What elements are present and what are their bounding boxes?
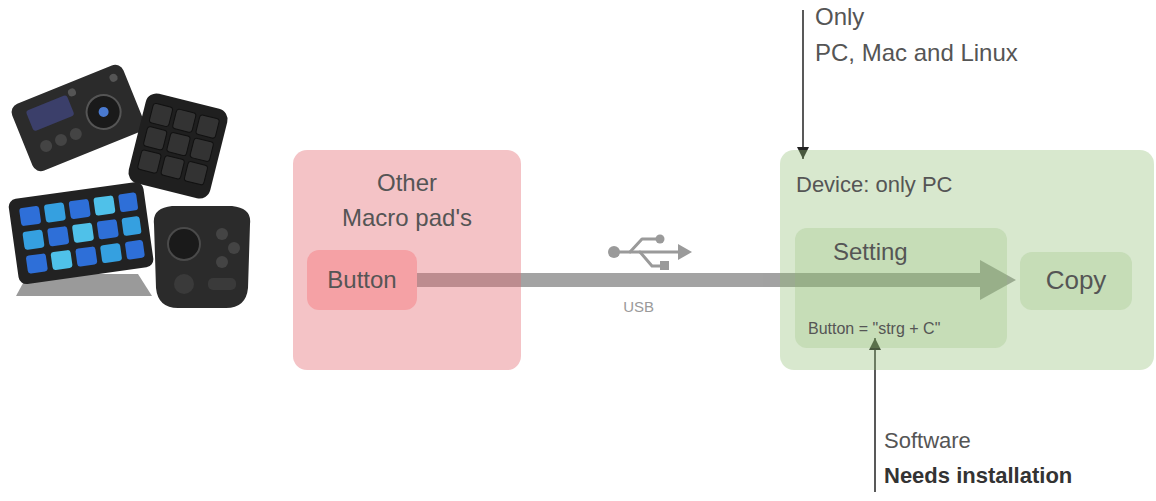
illustration-part	[75, 246, 97, 267]
annotation-note: Needs installation	[884, 463, 1072, 489]
box-title: Copy	[1046, 265, 1107, 296]
illustration-part	[108, 73, 118, 83]
device-group-box: Other Macro pad'sButton	[293, 150, 521, 370]
box-title: Other Macro pad's	[341, 166, 473, 236]
illustration-part	[678, 244, 692, 260]
setting-box: SettingButton = "strg + C"	[795, 228, 1007, 348]
box-title: Device: only PC	[796, 172, 953, 198]
illustration-part	[216, 228, 228, 240]
illustration-part	[67, 87, 77, 97]
illustration-part	[47, 226, 69, 247]
illustration-part	[172, 109, 196, 133]
illustration-part	[22, 229, 44, 250]
illustration-part	[168, 228, 200, 260]
annotation-text: Software	[884, 428, 971, 454]
label-anchor: Software	[884, 428, 971, 454]
illustration-part	[9, 62, 147, 174]
illustration-part	[8, 181, 155, 285]
illustration-part	[143, 126, 167, 150]
illustration-part	[100, 243, 122, 264]
label-anchor: Needs installation	[884, 463, 1072, 489]
illustration-part	[8, 181, 155, 285]
streamdeck-device	[8, 181, 155, 296]
illustration-part	[149, 103, 173, 127]
illustration-part	[228, 242, 240, 254]
illustration-part	[38, 138, 54, 154]
edge-label: USB	[620, 298, 657, 316]
illustration-part	[184, 161, 208, 185]
keypad-device	[126, 91, 230, 201]
illustration-part	[118, 192, 138, 212]
box-title: Button	[327, 266, 396, 295]
label-anchor: PC, Mac and Linux	[815, 39, 1018, 68]
illustration-part	[137, 149, 161, 173]
illustration-part	[81, 90, 125, 134]
illustration-part	[640, 252, 662, 266]
illustration-part	[154, 206, 250, 308]
illustration-part	[614, 251, 680, 254]
copy-box: Copy	[1020, 252, 1132, 310]
illustration-part	[53, 132, 69, 148]
illustration-part	[26, 253, 48, 274]
illustration-part	[125, 240, 145, 260]
annotation-text: PC, Mac and Linux	[815, 39, 1018, 68]
illustration-part	[630, 239, 656, 252]
box-title: Setting	[833, 238, 908, 267]
illustration-part	[93, 195, 115, 216]
box-detail: Button = "strg + C"	[808, 319, 940, 338]
illustration-part	[69, 199, 91, 220]
illustration-part	[68, 126, 84, 142]
label-anchor: Only	[815, 3, 864, 32]
illustration-part	[126, 91, 230, 201]
illustration-part	[26, 95, 75, 132]
illustration-part	[208, 278, 236, 290]
illustration-part	[166, 132, 190, 156]
illustration-part	[190, 138, 214, 162]
usb-symbol	[608, 235, 692, 271]
controller-device	[154, 206, 250, 308]
illustration-part	[72, 222, 94, 243]
illustration-part	[660, 261, 669, 270]
illustration-part	[174, 274, 194, 294]
illustration-part	[97, 105, 110, 118]
illustration-part	[161, 155, 185, 179]
annotation-text: Only	[815, 3, 864, 32]
illustration-part	[97, 219, 119, 240]
illustration-part	[50, 250, 72, 271]
device-box: Device: only PC SettingButton = "strg + C…	[780, 150, 1154, 370]
button-box: Button	[307, 250, 417, 310]
edge-label-anchor: USB	[620, 298, 657, 316]
illustration-part	[44, 202, 66, 223]
illustration-part	[656, 235, 665, 244]
illustration-part	[195, 114, 219, 138]
illustration-part	[121, 216, 141, 236]
leader-line	[802, 10, 804, 159]
illustration-part	[19, 206, 41, 227]
illustration-part	[216, 256, 228, 268]
console-device	[9, 62, 147, 174]
